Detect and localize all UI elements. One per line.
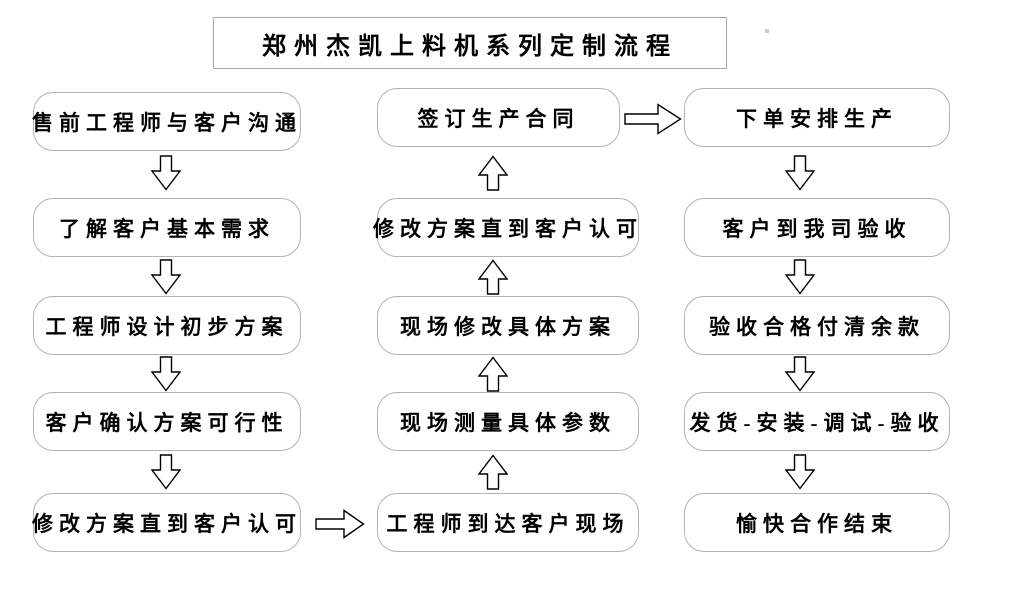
stray-dot-artifact <box>765 29 769 33</box>
flow-node-onsite-revise-plan: 现场修改具体方案 <box>377 296 639 355</box>
flow-node-label: 修改方案直到客户认可 <box>373 216 643 241</box>
title-box: 郑州杰凯上料机系列定制流程 <box>213 17 727 69</box>
flow-node-label: 愉快合作结束 <box>736 511 898 536</box>
arrow-up-icon <box>477 454 509 490</box>
flow-node-label: 现场测量具体参数 <box>400 410 616 435</box>
flow-node-revise-until-approved-2: 修改方案直到客户认可 <box>373 198 639 257</box>
flow-node-label: 客户确认方案可行性 <box>45 410 289 435</box>
flow-node-presale-communication: 售前工程师与客户沟通 <box>32 92 302 151</box>
flow-node-sign-contract: 签订生产合同 <box>377 88 620 147</box>
flow-node-label: 客户到我司验收 <box>722 216 912 241</box>
flow-node-happy-cooperation-end: 愉快合作结束 <box>684 493 950 552</box>
arrow-down-icon <box>150 356 182 392</box>
arrow-down-icon <box>150 155 182 191</box>
arrow-down-icon <box>784 155 816 191</box>
flow-node-confirm-feasibility: 客户确认方案可行性 <box>33 392 301 451</box>
flow-node-understand-needs: 了解客户基本需求 <box>33 198 301 257</box>
flow-node-pay-balance: 验收合格付清余款 <box>684 296 950 355</box>
arrow-down-icon <box>784 259 816 295</box>
arrow-up-icon <box>477 155 509 191</box>
arrow-up-icon <box>477 259 509 295</box>
flow-node-label: 工程师设计初步方案 <box>45 314 289 339</box>
flow-node-customer-acceptance-visit: 客户到我司验收 <box>684 198 950 257</box>
arrow-down-icon <box>784 454 816 490</box>
flow-node-label: 发货-安装-调试-验收 <box>689 410 945 435</box>
flow-node-label: 工程师到达客户现场 <box>386 511 630 536</box>
flow-node-label: 现场修改具体方案 <box>400 314 616 339</box>
flow-node-engineer-arrives-site: 工程师到达客户现场 <box>377 493 639 552</box>
flow-node-revise-until-approved-1: 修改方案直到客户认可 <box>32 493 302 552</box>
arrow-right-icon <box>315 509 365 539</box>
flow-node-place-order-production: 下单安排生产 <box>684 88 950 147</box>
flow-node-initial-design: 工程师设计初步方案 <box>33 296 301 355</box>
flow-node-label: 验收合格付清余款 <box>709 314 925 339</box>
arrow-down-icon <box>150 454 182 490</box>
flow-node-onsite-measure-parameters: 现场测量具体参数 <box>377 392 639 451</box>
arrow-down-icon <box>784 356 816 392</box>
flow-node-label: 下单安排生产 <box>736 106 898 131</box>
arrow-up-icon <box>477 356 509 392</box>
page-title: 郑州杰凯上料机系列定制流程 <box>262 33 678 60</box>
flow-node-label: 签订生产合同 <box>417 106 580 131</box>
arrow-down-icon <box>150 259 182 295</box>
arrow-right-icon <box>624 103 682 135</box>
flow-node-label: 修改方案直到客户认可 <box>32 511 302 536</box>
flow-node-label: 了解客户基本需求 <box>59 216 275 241</box>
flow-node-ship-install-debug-accept: 发货-安装-调试-验收 <box>684 392 950 451</box>
flow-node-label: 售前工程师与客户沟通 <box>32 110 302 135</box>
